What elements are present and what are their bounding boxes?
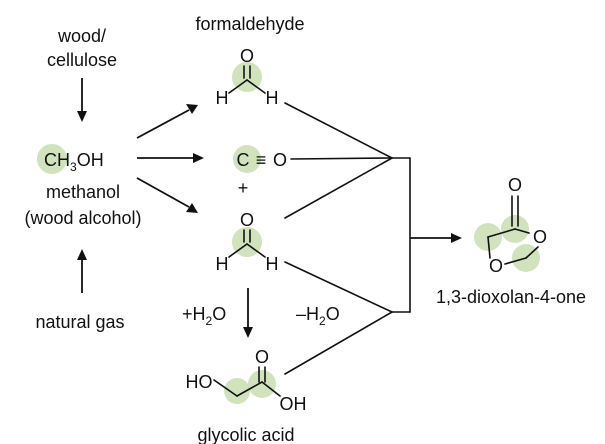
formaldehyde2-ch-bond-left [228, 243, 248, 258]
natural-gas-label: natural gas [35, 312, 124, 332]
glycolic-ho-ch2-bond [213, 379, 238, 397]
ring-oxygen-3: O [533, 227, 547, 247]
product-arrowhead [451, 233, 462, 243]
formaldehyde-oxygen: O [240, 46, 254, 66]
methanol-to-co-arrowhead [193, 153, 204, 163]
glycolic-carboxyl-highlight [248, 370, 276, 398]
formaldehyde-h-right: H [266, 88, 279, 108]
carbon-monoxide-highlight [233, 145, 261, 173]
methanol-to-formaldehyde2-arrowhead [186, 203, 198, 213]
methanol-to-formaldehyde2-arrow [136, 177, 190, 208]
ring-o-acetal-bond [525, 246, 539, 259]
methanol-to-formaldehyde-arrowhead [186, 104, 198, 114]
glycolic-hydroxyl: HO [186, 372, 213, 392]
plus-sign: + [238, 178, 249, 198]
co-carbon: C [237, 150, 250, 170]
glycolic-c-oh-bond [261, 381, 281, 397]
glycolic-converge-line [284, 311, 393, 375]
add-water-label: +H2O [182, 304, 226, 328]
remove-water-label: –H2O [296, 304, 340, 328]
formaldehyde-label: formaldehyde [195, 14, 304, 34]
co-converge-line [290, 157, 393, 160]
glycolic-acid-label: glycolic acid [197, 425, 294, 444]
ring-ch2-carbonyl-bond [487, 228, 516, 238]
formaldehyde2-oxygen: O [240, 210, 254, 230]
ring-o-ch2-bond [487, 236, 491, 259]
ring-carbonyl-oxygen: O [508, 175, 522, 195]
co-triple-bond: ≡ [256, 150, 267, 170]
wood-label-line2: cellulose [47, 50, 117, 70]
ring-oxygen-1: O [489, 256, 503, 276]
formaldehyde-ch-bond-left [228, 79, 248, 94]
formaldehyde2-lower-converge-line [284, 261, 393, 313]
dioxolanone-label: 1,3-dioxolan-4-one [436, 287, 586, 307]
formaldehyde-ch-bond-right [246, 79, 266, 94]
methanol-to-formaldehyde-arrow [136, 109, 190, 139]
formaldehyde-converge-line [284, 102, 393, 159]
glycolic-ch2-highlight [224, 378, 250, 404]
gas-to-methanol-arrowhead [77, 249, 87, 260]
ring-acetal-o-bond [504, 257, 527, 265]
hydration-arrowhead [243, 327, 253, 338]
glycolic-acid-hydroxyl: OH [280, 394, 307, 414]
glycolic-carbonyl-oxygen: O [255, 347, 269, 367]
glycolic-ch2-c-bond [236, 381, 263, 397]
wood-alcohol-label: (wood alcohol) [24, 208, 141, 228]
methanol-formula: CH3OH [44, 150, 104, 174]
ring-carbonyl-o-bond [514, 228, 530, 234]
wood-label-line1: wood/ [57, 26, 106, 46]
formaldehyde-h-left: H [216, 88, 229, 108]
methanol-name: methanol [46, 182, 120, 202]
formaldehyde2-ch-bond-right [246, 243, 266, 258]
methanol-carbon-highlight [37, 144, 67, 174]
wood-to-methanol-arrowhead [77, 111, 87, 122]
co-oxygen: O [273, 150, 287, 170]
formaldehyde2-h-right: H [266, 254, 279, 274]
formaldehyde2-h-left: H [216, 254, 229, 274]
formaldehyde2-converge-line [284, 157, 393, 219]
